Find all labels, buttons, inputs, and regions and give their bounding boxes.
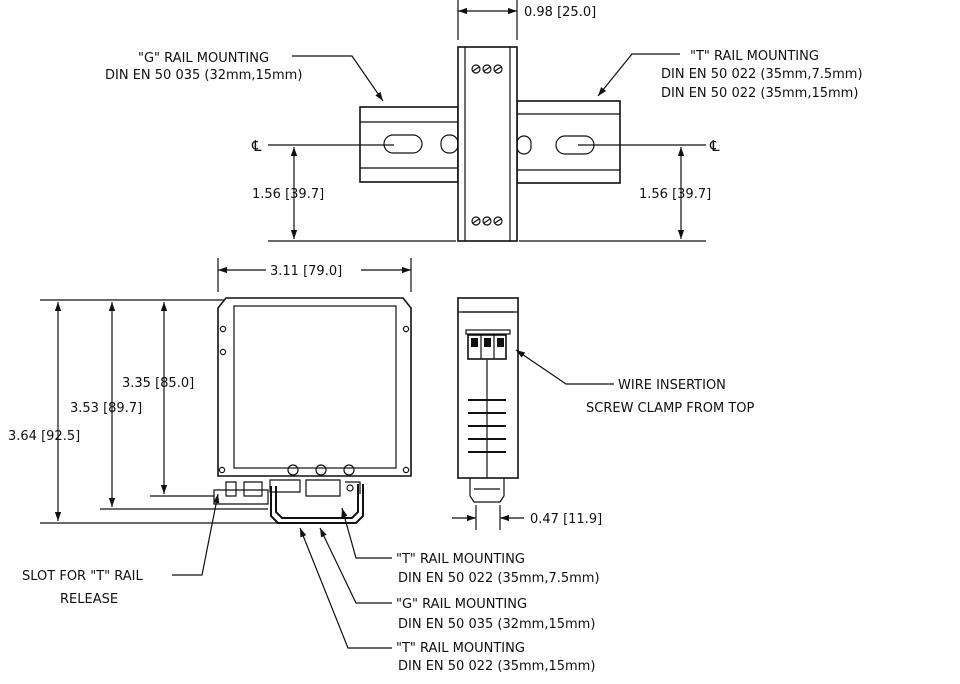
- callout-g-rail-spec: DIN EN 50 035 (32mm,15mm): [398, 617, 595, 632]
- centerline-symbol-right: ℄: [709, 137, 720, 155]
- top-t-rail-spec-1: DIN EN 50 022 (35mm,7.5mm): [661, 67, 863, 82]
- top-view: 0.98 [25.0] "G" RAIL MOUNTING DIN EN 50 …: [105, 0, 863, 242]
- right-rail-section: [516, 100, 621, 184]
- top-height-dimension-left: 1.56 [39.7]: [252, 187, 324, 202]
- top-width-dimension: 0.98 [25.0]: [524, 5, 596, 20]
- callout-t-rail-15-title: "T" RAIL MOUNTING: [396, 641, 525, 656]
- callout-g-rail-title: "G" RAIL MOUNTING: [396, 597, 527, 612]
- front-height-dimension-outer: 3.64 [92.5]: [8, 429, 80, 444]
- rail-clip-assembly: [213, 479, 364, 524]
- callout-t-rail-15-spec: DIN EN 50 022 (35mm,15mm): [398, 659, 595, 674]
- slot-callout-line-2: RELEASE: [60, 592, 118, 607]
- side-terminal-block: [467, 334, 507, 360]
- bottom-screw-row: [471, 216, 503, 226]
- side-housing: [457, 297, 519, 479]
- top-t-rail-title: "T" RAIL MOUNTING: [690, 49, 819, 64]
- front-view: 3.11 [79.0] 3: [8, 258, 412, 524]
- callout-t-rail-75-spec: DIN EN 50 022 (35mm,7.5mm): [398, 571, 600, 586]
- top-height-dimension-right: 1.56 [39.7]: [639, 187, 711, 202]
- front-terminal-screws: [287, 464, 355, 476]
- front-height-dimension-mid: 3.53 [89.7]: [70, 401, 142, 416]
- callout-t-rail-75-title: "T" RAIL MOUNTING: [396, 552, 525, 567]
- side-vent-slots: [468, 399, 506, 453]
- bottom-callouts: SLOT FOR "T" RAIL RELEASE "T" RAIL MOUNT…: [22, 493, 600, 674]
- wire-insertion-note-2: SCREW CLAMP FROM TOP: [586, 401, 755, 416]
- front-window: [233, 305, 397, 469]
- side-view: WIRE INSERTION SCREW CLAMP FROM TOP 0.47…: [452, 297, 755, 530]
- side-depth-dimension: 0.47 [11.9]: [530, 512, 602, 527]
- top-g-rail-spec: DIN EN 50 035 (32mm,15mm): [105, 68, 302, 83]
- centerline-symbol-left: ℄: [251, 137, 262, 155]
- front-width-dimension: 3.11 [79.0]: [270, 264, 342, 279]
- top-t-rail-spec-2: DIN EN 50 022 (35mm,15mm): [661, 86, 858, 101]
- top-g-rail-title: "G" RAIL MOUNTING: [138, 51, 269, 66]
- wire-insertion-note-1: WIRE INSERTION: [618, 378, 726, 393]
- slot-callout-line-1: SLOT FOR "T" RAIL: [22, 569, 143, 584]
- top-screw-row: [471, 64, 503, 74]
- module-top-body: [457, 46, 518, 242]
- front-housing: [217, 297, 412, 477]
- front-height-dimension-inner: 3.35 [85.0]: [122, 376, 194, 391]
